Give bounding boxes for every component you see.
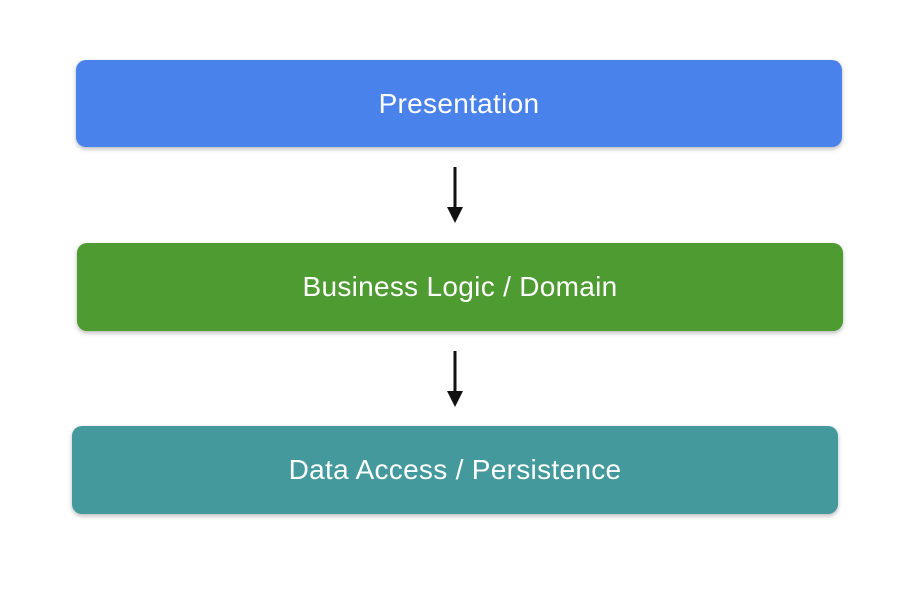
layer-label-business-logic: Business Logic / Domain — [302, 271, 618, 302]
arrow-down-icon — [447, 167, 463, 223]
layer-label-data-access: Data Access / Persistence — [288, 454, 622, 485]
layer-box-data-access: Data Access / Persistence — [72, 426, 838, 514]
arrow-down-icon — [447, 351, 463, 407]
layer-box-business-logic: Business Logic / Domain — [77, 243, 843, 331]
layer-box-presentation: Presentation — [76, 60, 842, 147]
layer-label-presentation: Presentation — [378, 87, 540, 119]
